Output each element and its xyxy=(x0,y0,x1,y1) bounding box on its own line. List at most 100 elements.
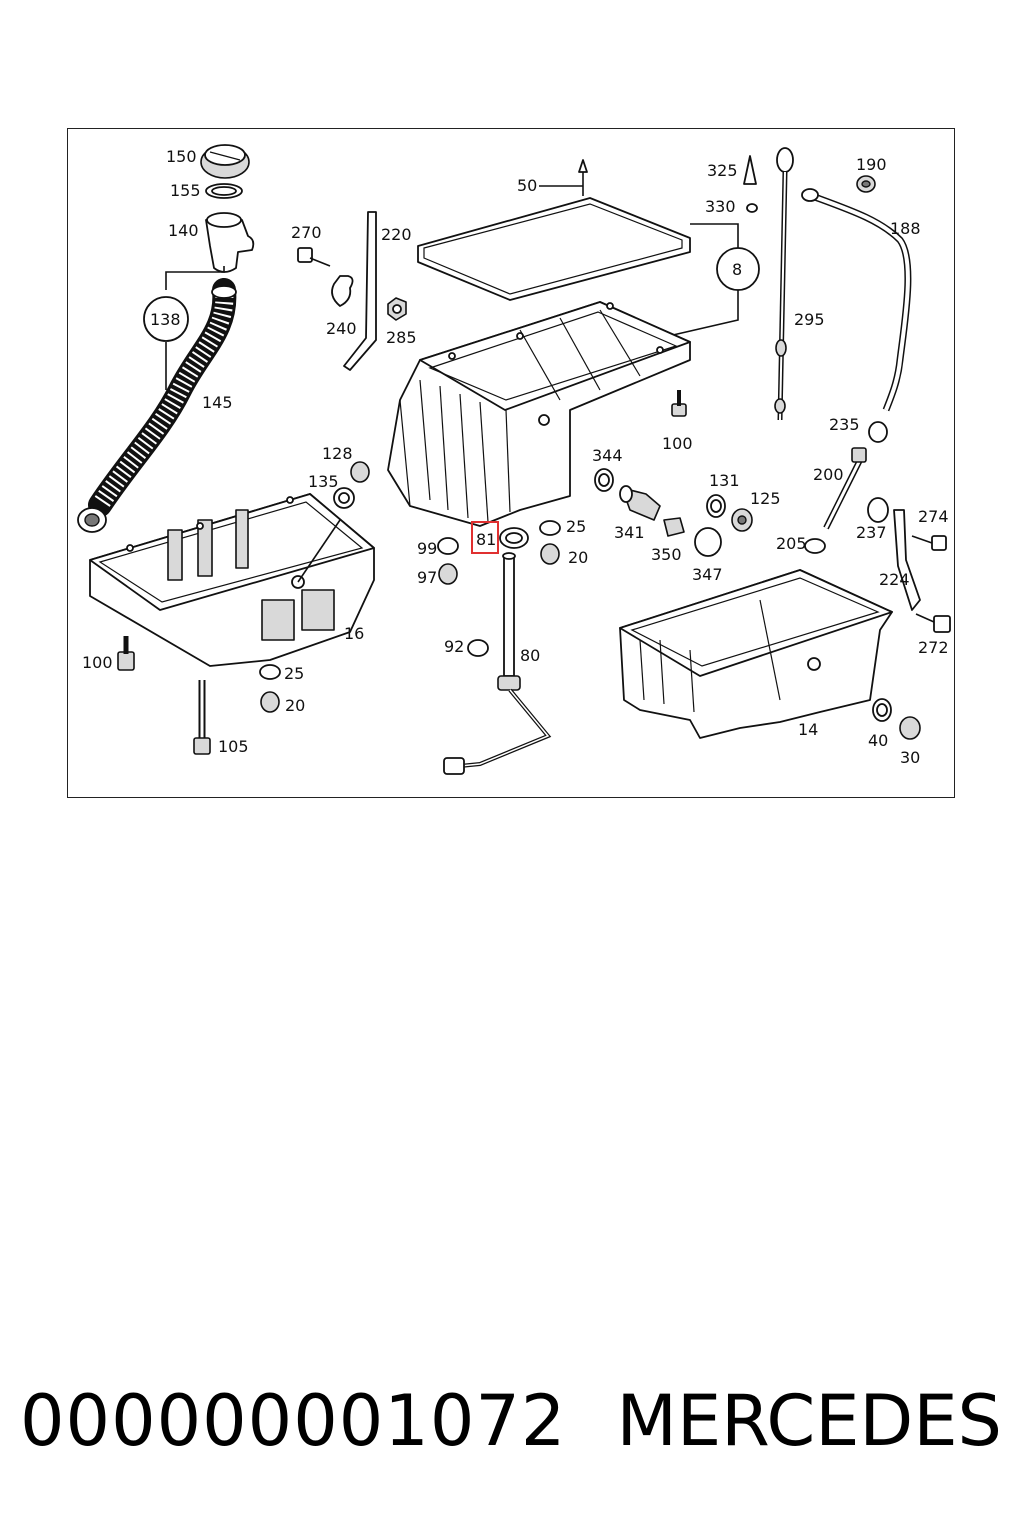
o-ring-330[interactable] xyxy=(746,203,758,213)
label-16: 16 xyxy=(344,624,364,643)
label-99: 99 xyxy=(417,539,437,558)
upper-oil-pan[interactable] xyxy=(387,301,691,527)
label-344: 344 xyxy=(592,446,623,465)
seal-344[interactable] xyxy=(594,468,614,492)
label-140: 140 xyxy=(168,221,199,240)
bracket-224[interactable] xyxy=(893,509,921,611)
plug-128[interactable] xyxy=(350,461,370,483)
label-30: 30 xyxy=(900,748,920,767)
label-125: 125 xyxy=(750,489,781,508)
label-20-left: 20 xyxy=(285,696,305,715)
dipstick[interactable] xyxy=(774,147,794,421)
oil-pan-14[interactable] xyxy=(619,569,893,739)
label-274: 274 xyxy=(918,507,949,526)
label-25-center: 25 xyxy=(566,517,586,536)
label-40: 40 xyxy=(868,731,888,750)
dipstick-guide-tube[interactable] xyxy=(801,188,912,412)
label-325: 325 xyxy=(707,161,738,180)
cap-190[interactable] xyxy=(856,175,876,193)
label-330: 330 xyxy=(705,197,736,216)
label-138: 138 xyxy=(150,310,181,329)
bolt-100-left[interactable] xyxy=(117,636,135,671)
seal-25-left[interactable] xyxy=(259,664,281,680)
bolt-274[interactable] xyxy=(911,535,947,551)
label-190: 190 xyxy=(856,155,887,174)
label-350: 350 xyxy=(651,545,682,564)
label-235: 235 xyxy=(829,415,860,434)
label-285: 285 xyxy=(386,328,417,347)
label-135: 135 xyxy=(308,472,339,491)
label-128: 128 xyxy=(322,444,353,463)
label-295: 295 xyxy=(794,310,825,329)
seal-92[interactable] xyxy=(467,639,489,657)
label-341: 341 xyxy=(614,523,645,542)
clip-240[interactable] xyxy=(331,275,354,307)
footer: 000000001072 MERCEDES xyxy=(0,1376,1024,1466)
label-240: 240 xyxy=(326,319,357,338)
seal-205[interactable] xyxy=(804,538,826,554)
label-200: 200 xyxy=(813,465,844,484)
label-205: 205 xyxy=(776,534,807,553)
plug-125[interactable] xyxy=(731,508,753,532)
label-224: 224 xyxy=(879,570,910,589)
label-100-left: 100 xyxy=(82,653,113,672)
label-20-center: 20 xyxy=(568,548,588,567)
label-347: 347 xyxy=(692,565,723,584)
label-8: 8 xyxy=(732,260,742,279)
seal-25-center[interactable] xyxy=(539,520,561,536)
part-number: 000000001072 xyxy=(20,1380,567,1462)
brand-name: MERCEDES xyxy=(616,1380,1002,1462)
seal-235[interactable] xyxy=(868,421,888,443)
nut-285[interactable] xyxy=(387,297,407,321)
seal-99[interactable] xyxy=(437,537,459,555)
bushing-237[interactable] xyxy=(867,497,889,523)
oil-pan-gasket[interactable] xyxy=(417,159,691,301)
label-145: 145 xyxy=(202,393,233,412)
seal-135[interactable] xyxy=(333,487,355,509)
dipstick-cap-325[interactable] xyxy=(743,155,757,185)
label-92: 92 xyxy=(444,637,464,656)
label-97: 97 xyxy=(417,568,437,587)
plug-20-left[interactable] xyxy=(260,691,280,713)
label-270: 270 xyxy=(291,223,322,242)
seal-131[interactable] xyxy=(706,494,726,518)
label-188: 188 xyxy=(890,219,921,238)
oil-pan-16[interactable] xyxy=(89,493,375,667)
callout-circle-8 xyxy=(716,247,760,291)
label-100-top: 100 xyxy=(662,434,693,453)
label-50: 50 xyxy=(517,176,537,195)
seal-ring-81[interactable] xyxy=(499,527,529,549)
label-131: 131 xyxy=(709,471,740,490)
label-105: 105 xyxy=(218,737,249,756)
filler-neck[interactable] xyxy=(205,212,255,273)
bolt-272[interactable] xyxy=(915,613,951,633)
label-155: 155 xyxy=(170,181,201,200)
plug-30[interactable] xyxy=(899,716,921,740)
oil-level-sensor[interactable] xyxy=(443,552,552,775)
clip-350[interactable] xyxy=(663,517,685,537)
label-272: 272 xyxy=(918,638,949,657)
callout-circle-138 xyxy=(143,296,189,342)
label-237: 237 xyxy=(856,523,887,542)
fitting-341[interactable] xyxy=(619,485,661,521)
plug-20-center[interactable] xyxy=(540,543,560,565)
seal-40[interactable] xyxy=(872,698,892,722)
highlight-box-81[interactable] xyxy=(471,521,499,554)
bolt-100-top[interactable] xyxy=(671,390,687,417)
label-25-left: 25 xyxy=(284,664,304,683)
label-80: 80 xyxy=(520,646,540,665)
bracket-220[interactable] xyxy=(343,211,377,371)
plug-97[interactable] xyxy=(438,563,458,585)
plug-347[interactable] xyxy=(694,527,722,557)
bolt-105[interactable] xyxy=(193,680,211,755)
label-220: 220 xyxy=(381,225,412,244)
filler-seal-ring[interactable] xyxy=(205,183,243,199)
tube-200[interactable] xyxy=(823,447,867,530)
bolt-270[interactable] xyxy=(297,247,331,267)
label-14: 14 xyxy=(798,720,818,739)
oil-filler-cap[interactable] xyxy=(200,144,250,179)
label-150: 150 xyxy=(166,147,197,166)
corrugated-hose[interactable] xyxy=(77,278,237,533)
label-81: 81 xyxy=(476,530,496,549)
